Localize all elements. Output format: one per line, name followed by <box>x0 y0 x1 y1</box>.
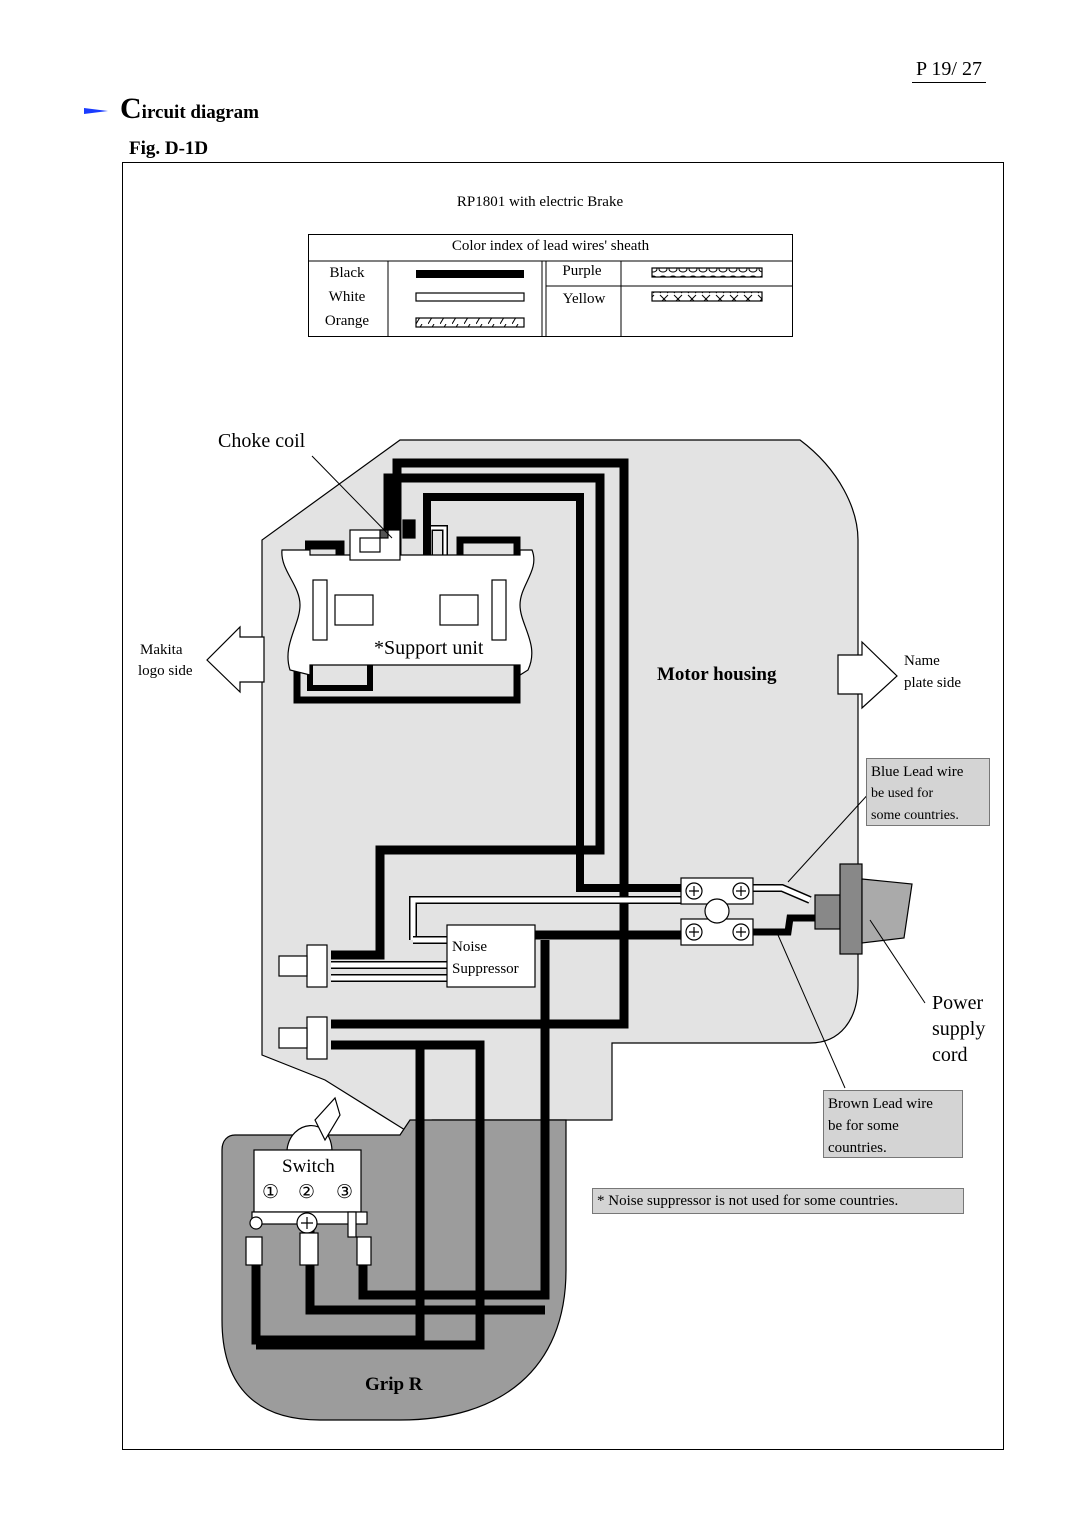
brown-note-line-3: countries. <box>828 1140 887 1156</box>
name-plate-side-label-1: Name <box>904 653 940 669</box>
power-supply-label-3: cord <box>932 1044 968 1066</box>
blue-note-line-1: Blue Lead wire <box>871 764 964 780</box>
switch-label: Switch <box>282 1156 335 1177</box>
switch-terminal-3: ③ <box>336 1182 354 1203</box>
noise-suppressor-label-2: Suppressor <box>452 961 519 977</box>
switch-terminal-1: ① <box>262 1182 280 1203</box>
grip-label: Grip R <box>365 1374 423 1395</box>
legend-label-yellow: Yellow <box>562 291 606 307</box>
noise-suppressor-note: * Noise suppressor is not used for some … <box>592 1188 964 1214</box>
brown-note-line-2: be for some <box>828 1118 899 1134</box>
legend-sample-purple <box>651 267 763 278</box>
blue-note-leader <box>787 789 873 883</box>
brown-note-leader <box>777 934 846 1089</box>
choke-coil-icon <box>349 519 416 561</box>
blue-note-line-3: some countries. <box>871 808 959 823</box>
legend-label-black: Black <box>329 265 365 281</box>
noise-suppressor-box <box>446 924 536 988</box>
figure-label: Fig. D-1D <box>129 138 209 159</box>
power-cord-leader <box>869 919 926 1004</box>
section-title-rest: ircuit diagram <box>141 102 260 123</box>
section-title-cap: C <box>120 92 142 125</box>
motor-housing-label: Motor housing <box>657 664 777 685</box>
blue-lead-wire-note: Blue Lead wire be used for some countrie… <box>866 758 990 826</box>
legend-sample-black <box>416 270 524 278</box>
legend-label-orange: Orange <box>324 313 370 329</box>
legend-sample-white <box>415 292 525 302</box>
legend-sample-orange <box>415 317 525 328</box>
power-supply-label-2: supply <box>932 1018 986 1040</box>
choke-coil-label: Choke coil <box>218 430 306 452</box>
switch-icon <box>245 1096 372 1266</box>
legend-grid <box>308 234 793 337</box>
legend-header: Color index of lead wires' sheath <box>451 238 650 254</box>
name-plate-side-arrow-icon <box>837 640 898 710</box>
power-supply-label-1: Power <box>932 992 984 1014</box>
support-unit <box>281 549 535 677</box>
page-number: P 19/ 27 <box>912 58 986 83</box>
terminal-connectors <box>278 944 328 1060</box>
legend-label-white: White <box>328 289 366 305</box>
brown-lead-wire-note: Brown Lead wire be for some countries. <box>823 1090 963 1158</box>
makita-logo-side-arrow-icon <box>206 625 265 694</box>
section-title: Circuit diagram <box>120 92 259 126</box>
switch-terminal-2: ② <box>298 1182 316 1203</box>
choke-coil-leader <box>311 455 393 539</box>
brown-note-line-1: Brown Lead wire <box>828 1096 933 1112</box>
section-arrow-icon <box>84 108 108 114</box>
wire-color-legend: Color index of lead wires' sheath Black … <box>308 234 793 337</box>
screw-icon <box>685 882 750 941</box>
model-title: RP1801 with electric Brake <box>456 194 624 210</box>
purple-wire <box>363 930 682 1299</box>
support-unit-label: *Support unit <box>374 637 484 659</box>
white-wire <box>331 525 812 982</box>
makita-logo-side-label-2: logo side <box>138 663 193 679</box>
legend-sample-yellow <box>651 291 763 302</box>
noise-suppressor-label-1: Noise <box>452 939 487 955</box>
name-plate-side-label-2: plate side <box>904 675 962 691</box>
legend-label-purple: Purple <box>562 263 602 279</box>
diagram-frame <box>122 162 1004 1450</box>
blue-note-line-2: be used for <box>871 786 934 801</box>
makita-logo-side-label-1: Makita <box>140 642 183 658</box>
